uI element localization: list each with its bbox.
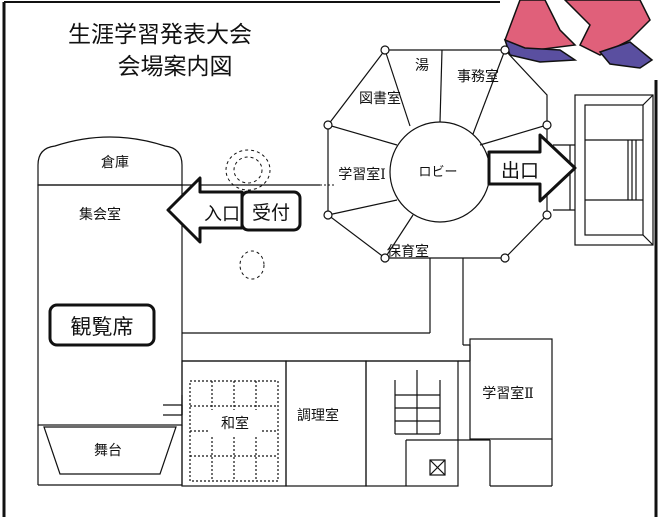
sign-audience-seats: 観覧席: [71, 315, 134, 339]
bottom-right-rooms: [365, 338, 553, 487]
room-study-1: 学習室Ⅰ: [338, 166, 386, 183]
japanese-room-label-bg: [208, 410, 262, 436]
right-building: [574, 94, 654, 246]
title-line2: 会場案内図: [118, 54, 233, 80]
room-library: 図書室: [359, 90, 401, 107]
room-study-2: 学習室Ⅱ: [482, 385, 534, 402]
title-line1: 生涯学習発表大会: [68, 22, 252, 48]
character-illustration: [503, 0, 654, 69]
octagon-vertices: [323, 45, 552, 263]
sign-exit: 出口: [501, 160, 539, 182]
sign-reception: 受付: [252, 202, 290, 224]
room-cooking: 調理室: [297, 407, 339, 424]
room-storage: 倉庫: [101, 154, 129, 171]
dashed-circles: [225, 149, 271, 280]
room-assembly-hall: 集会室: [79, 206, 121, 223]
room-stage: 舞台: [94, 443, 122, 459]
room-lobby: ロビー: [418, 165, 457, 180]
room-japanese: 和室: [221, 415, 249, 432]
assembly-building: [37, 136, 183, 486]
sign-entrance: 入口: [204, 204, 240, 225]
room-bath: 湯: [415, 57, 429, 74]
room-office: 事務室: [457, 68, 499, 85]
audience-seats-box: [48, 303, 156, 347]
exit-arrow-icon: [487, 133, 577, 203]
room-nursery: 保育室: [387, 243, 429, 260]
reception-box: [240, 190, 302, 232]
